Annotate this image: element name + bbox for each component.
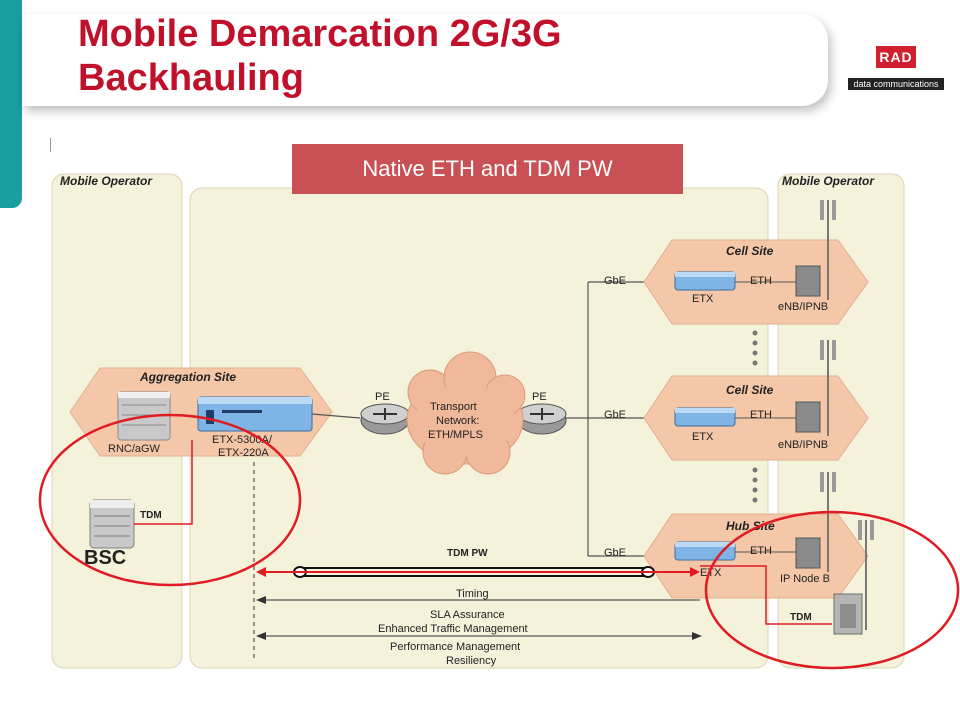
- tdm-pw-arrow-left-head: [256, 567, 266, 577]
- tdm-pw-arrow-right-head: [690, 567, 700, 577]
- eth-top-label: ETH: [750, 275, 772, 287]
- etx-top-icon: [674, 271, 736, 291]
- tdm-right-link: [700, 565, 832, 625]
- gbe-mid-label: GbE: [604, 409, 626, 421]
- enb-mid-label: eNB/IPNB: [778, 439, 828, 451]
- aggregation-site-label: Aggregation Site: [139, 370, 236, 384]
- enb-top-icon: [795, 200, 836, 300]
- title-card: [22, 14, 828, 106]
- hub-site-hexagon: [643, 513, 869, 599]
- perf-label-2: Resiliency: [446, 655, 497, 667]
- company-logo: RAD data communications: [848, 46, 944, 90]
- enb-top-label: eNB/IPNB: [778, 301, 828, 313]
- etx-central-label-2: ETX-220A: [218, 447, 269, 459]
- tdm-right-label: TDM: [790, 612, 812, 623]
- transport-label-2: Network:: [436, 415, 479, 427]
- highlight-circle-right: [704, 510, 960, 670]
- eth-mid-label: ETH: [750, 409, 772, 421]
- title-line-2: Backhauling: [78, 57, 304, 99]
- accent-bar: [0, 0, 22, 208]
- enb-mid-icon: [795, 340, 836, 436]
- hub-site-label: Hub Site: [726, 519, 775, 533]
- etx-central-icon: [197, 396, 313, 432]
- bts-tower-icon: [833, 520, 874, 635]
- more-sites-dots: [752, 330, 758, 503]
- perf-label-1: Performance Management: [390, 641, 520, 653]
- sla-label-1: SLA Assurance: [430, 609, 505, 621]
- tdm-left-link: [134, 440, 193, 525]
- pe-right-label: PE: [532, 391, 547, 403]
- timing-label: Timing: [456, 588, 489, 600]
- ip-node-b-icon: [795, 472, 836, 572]
- rnc-label: RNC/aGW: [108, 443, 161, 455]
- tdm-left-label: TDM: [140, 510, 162, 521]
- pe-right-router-icon: [517, 403, 567, 435]
- etx-top-label: ETX: [692, 293, 714, 305]
- cell-site-mid-label: Cell Site: [726, 383, 774, 397]
- slide-marker: [50, 138, 51, 152]
- etx-bottom-label: ETX: [700, 567, 722, 579]
- sla-arrow-left-head: [256, 632, 266, 640]
- etx-bottom-icon: [674, 541, 736, 561]
- gbe-bottom-label: GbE: [604, 547, 626, 559]
- title-line-1: Mobile Demarcation 2G/3G: [78, 13, 562, 55]
- pe-left-label: PE: [375, 391, 390, 403]
- timing-arrow-head: [256, 596, 266, 604]
- banner: Native ETH and TDM PW: [292, 144, 683, 194]
- bsc-label: BSC: [84, 547, 126, 569]
- pe-left-router-icon: [360, 403, 410, 435]
- bsc-server-icon: [89, 499, 135, 549]
- cell-site-top-label: Cell Site: [726, 244, 774, 258]
- service-arrows: [258, 599, 700, 637]
- logo-tagline: data communications: [848, 78, 944, 90]
- transport-cloud-icon: [406, 351, 526, 475]
- transport-label-3: ETH/MPLS: [428, 429, 483, 441]
- sla-arrow-right-head: [692, 632, 702, 640]
- etx-mid-label: ETX: [692, 431, 714, 443]
- eth-bottom-label: ETH: [750, 545, 772, 557]
- logo-mark: RAD: [876, 46, 916, 68]
- highlight-circle-left: [38, 413, 302, 587]
- etx-mid-icon: [674, 407, 736, 427]
- sla-label-2: Enhanced Traffic Management: [378, 623, 528, 635]
- transport-label-1: Transport: [430, 401, 477, 413]
- tdm-pw-label: TDM PW: [447, 548, 488, 559]
- gbe-top-label: GbE: [604, 275, 626, 287]
- ip-node-b-label: IP Node B: [780, 573, 830, 585]
- zone-right-label: Mobile Operator: [782, 174, 875, 188]
- zone-left-label: Mobile Operator: [60, 174, 153, 188]
